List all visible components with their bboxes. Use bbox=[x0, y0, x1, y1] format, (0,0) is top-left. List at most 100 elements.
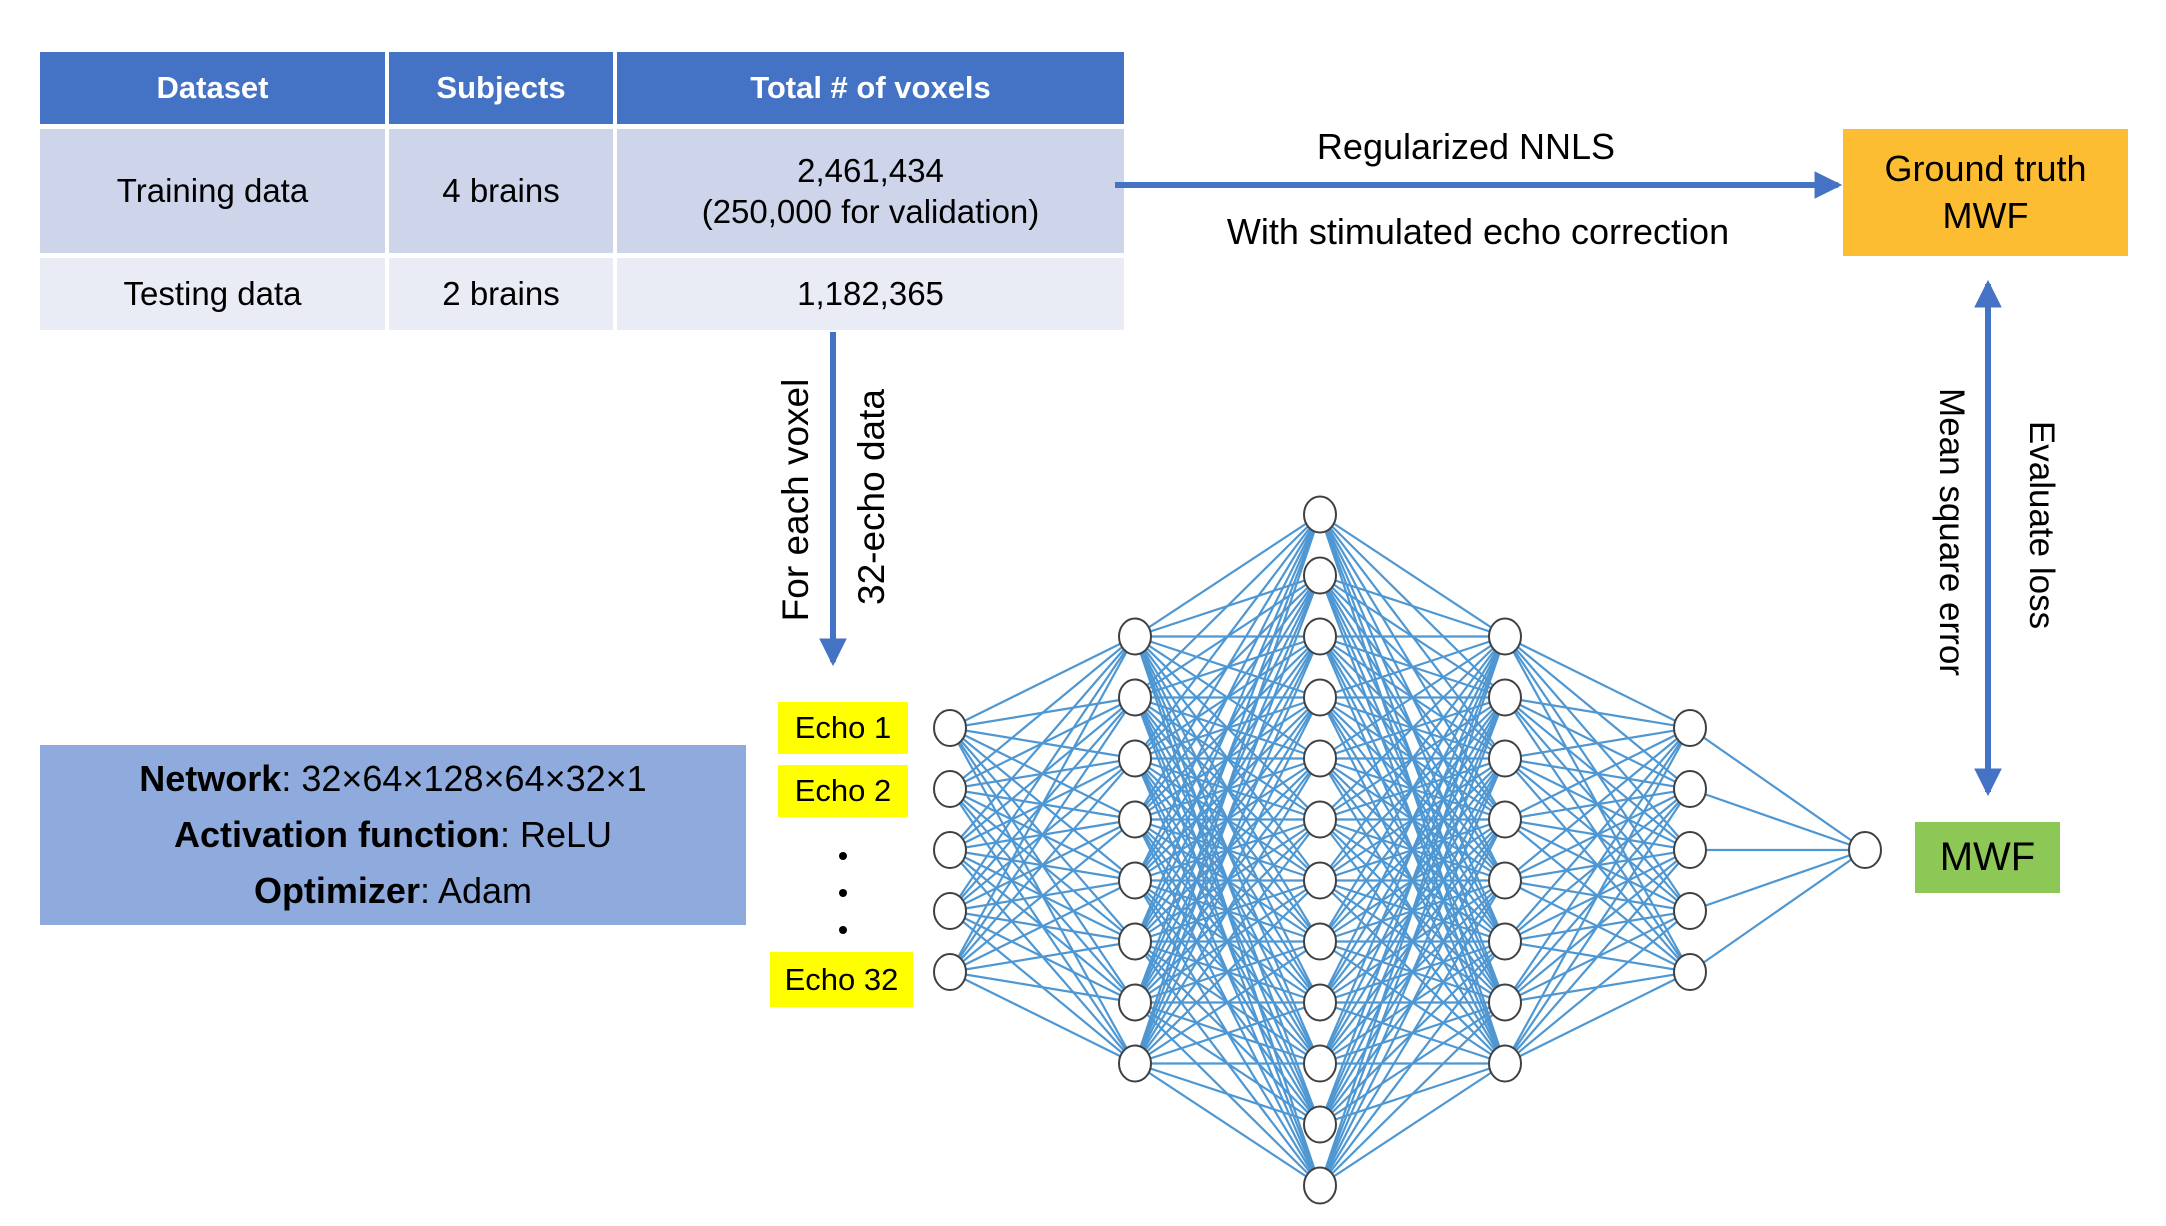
network-edge bbox=[1134, 513, 1321, 760]
network-info-box: Network: 32×64×128×64×32×1 Activation fu… bbox=[40, 745, 746, 925]
network-edge bbox=[1133, 514, 1322, 942]
network-node bbox=[1303, 861, 1337, 900]
optimizer-info-line: Optimizer: Adam bbox=[253, 870, 533, 911]
network-edge bbox=[949, 818, 1136, 973]
network-edge bbox=[1134, 513, 1321, 821]
network-edge bbox=[1318, 636, 1507, 1186]
network-node bbox=[1848, 831, 1882, 869]
cell-training-subjects: 4 brains bbox=[389, 129, 613, 253]
network-edge bbox=[1319, 819, 1506, 1186]
network-edge bbox=[1319, 879, 1506, 1187]
network-edge bbox=[1504, 635, 1691, 729]
network-edge bbox=[1504, 727, 1691, 821]
ellipsis-dot bbox=[839, 926, 847, 934]
network-node bbox=[1488, 739, 1522, 778]
network-edge bbox=[1318, 636, 1507, 1064]
network-edge bbox=[1318, 636, 1507, 1125]
network-edge bbox=[1689, 848, 1866, 913]
network-node bbox=[1303, 983, 1337, 1022]
network-edge bbox=[949, 635, 1136, 790]
network-edge bbox=[1134, 1001, 1321, 1065]
cell-training-dataset: Training data bbox=[40, 129, 385, 253]
network-edge bbox=[1319, 574, 1506, 638]
network-edge bbox=[1134, 1062, 1321, 1126]
network-edge bbox=[1319, 635, 1506, 821]
network-edge bbox=[1504, 788, 1691, 1065]
network-edge bbox=[949, 635, 1136, 851]
ground-truth-line2: MWF bbox=[1942, 194, 2029, 236]
network-edge bbox=[1504, 910, 1691, 1065]
network-edge bbox=[949, 635, 1136, 729]
network-edges bbox=[949, 513, 1866, 1187]
network-node bbox=[1488, 861, 1522, 900]
table-row-training: Training data 4 brains 2,461,434 (250,00… bbox=[40, 129, 1124, 253]
network-edge bbox=[1504, 727, 1691, 943]
network-edge bbox=[1319, 635, 1506, 699]
network-edge bbox=[1134, 1062, 1321, 1187]
network-node bbox=[1118, 861, 1152, 900]
network-edge bbox=[1133, 636, 1322, 1064]
network-edge bbox=[1134, 940, 1321, 1065]
network-node bbox=[1118, 1044, 1152, 1083]
network-node bbox=[1673, 953, 1707, 991]
ground-truth-line1: Ground truth bbox=[1884, 147, 2087, 189]
nnls-label: Regularized NNLS bbox=[1316, 126, 1616, 167]
predicted-mwf-box: MWF bbox=[1915, 822, 2060, 893]
network-node bbox=[1303, 617, 1337, 656]
network-edge bbox=[1504, 696, 1691, 730]
for-each-voxel-label: For each voxel bbox=[775, 378, 816, 622]
network-edge bbox=[1504, 727, 1691, 882]
network-edge bbox=[1134, 514, 1321, 881]
network-node bbox=[1488, 800, 1522, 839]
network-edge bbox=[1134, 818, 1321, 1065]
network-node bbox=[1303, 1105, 1337, 1144]
network-edge bbox=[949, 971, 1136, 1065]
network-node bbox=[933, 953, 967, 991]
activation-label: Activation function bbox=[173, 814, 500, 855]
network-node bbox=[1488, 922, 1522, 961]
echo-32-box: Echo 32 bbox=[770, 952, 913, 1007]
network-node bbox=[1303, 739, 1337, 778]
ellipsis-dot bbox=[839, 852, 847, 860]
network-edge bbox=[1319, 1062, 1506, 1187]
network-edge bbox=[1504, 727, 1691, 1065]
network-node bbox=[1118, 800, 1152, 839]
echo-1-box: Echo 1 bbox=[778, 702, 908, 754]
network-label: Network bbox=[139, 758, 282, 799]
network-node bbox=[1303, 922, 1337, 961]
network-edge bbox=[949, 635, 1136, 912]
ellipsis-dot bbox=[839, 889, 847, 897]
network-node bbox=[1673, 831, 1707, 869]
network-node bbox=[1303, 800, 1337, 839]
table-header-row: Dataset Subjects Total # of voxels bbox=[40, 52, 1124, 124]
network-node bbox=[1303, 678, 1337, 717]
col-header-dataset: Dataset bbox=[40, 52, 385, 124]
echo-ellipsis-dots bbox=[839, 852, 847, 934]
activation-value: ReLU bbox=[519, 814, 613, 855]
optimizer-value: Adam bbox=[438, 870, 533, 911]
network-edge bbox=[1504, 971, 1691, 1065]
network-node bbox=[1488, 678, 1522, 717]
network-edge bbox=[1134, 513, 1321, 638]
network-value: 32×64×128×64×32×1 bbox=[301, 758, 647, 799]
network-edge bbox=[1319, 636, 1506, 1003]
network-edge bbox=[949, 757, 1136, 973]
network-edge bbox=[1689, 727, 1866, 851]
cell-testing-subjects: 2 brains bbox=[389, 258, 613, 330]
network-edge bbox=[949, 940, 1136, 974]
cell-testing-voxels: 1,182,365 bbox=[617, 258, 1124, 330]
echo-data-label: 32-echo data bbox=[851, 388, 892, 606]
network-edge bbox=[1319, 1001, 1506, 1187]
col-header-subjects: Subjects bbox=[389, 52, 613, 124]
network-edge bbox=[1319, 635, 1506, 760]
network-node bbox=[1303, 556, 1337, 595]
network-node bbox=[1303, 1166, 1337, 1205]
network-edge bbox=[1318, 697, 1507, 1186]
network-node bbox=[1118, 678, 1152, 717]
cell-testing-dataset: Testing data bbox=[40, 258, 385, 330]
network-info-line: Network: 32×64×128×64×32×1 bbox=[139, 758, 647, 799]
echo-correction-label: With stimulated echo correction bbox=[1226, 211, 1730, 252]
cell-training-voxels: 2,461,434 (250,000 for validation) bbox=[617, 129, 1124, 253]
